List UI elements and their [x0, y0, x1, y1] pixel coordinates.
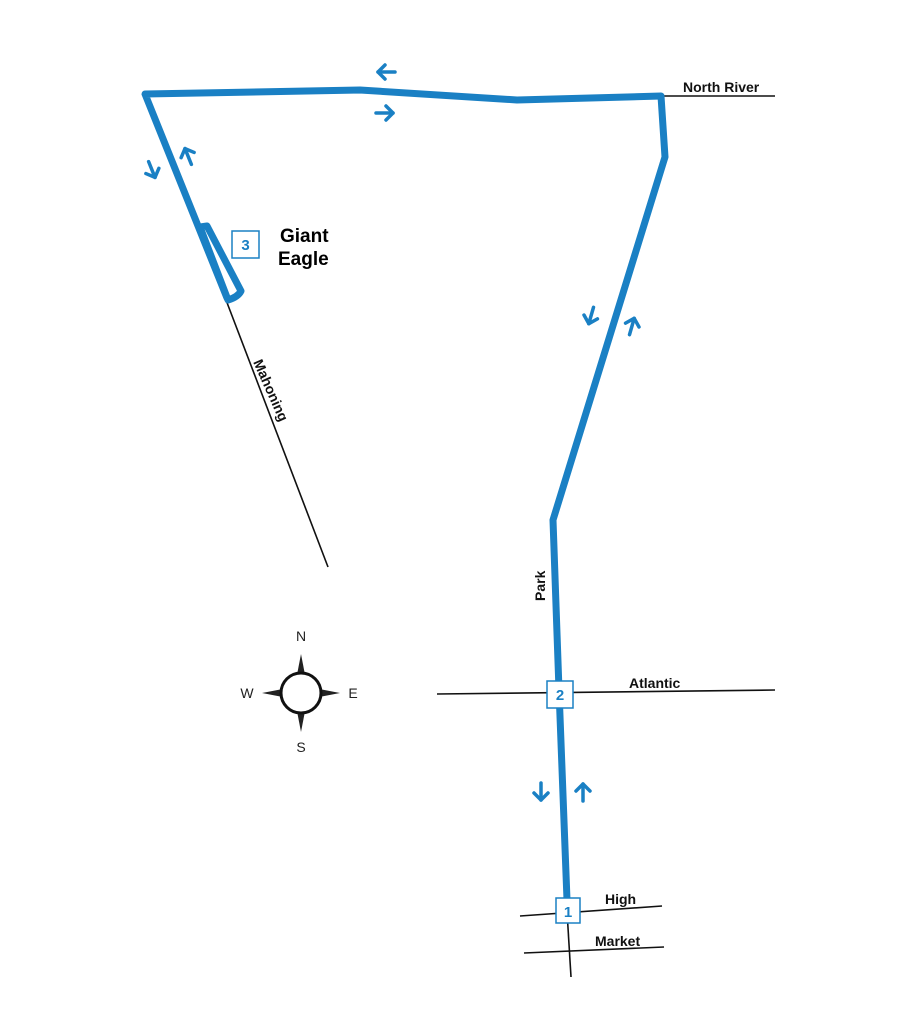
bus-route	[141, 86, 669, 904]
stop-number: 1	[564, 904, 572, 921]
compass-east: E	[348, 685, 357, 701]
poi-label-line2: Eagle	[278, 249, 329, 270]
arrow-icon	[532, 781, 550, 802]
high-street	[519, 905, 663, 917]
stop-marker-3[interactable]: 3	[231, 230, 260, 259]
market-street	[523, 946, 665, 954]
stop-number: 3	[241, 237, 249, 254]
compass-rose-icon: N S E W	[240, 628, 357, 755]
market-label: Market	[595, 933, 640, 949]
poi-label-line1: Giant	[280, 226, 329, 247]
arrow-icon	[374, 104, 395, 122]
north-river-label: North River	[683, 79, 760, 95]
arrow-icon	[580, 303, 602, 328]
arrow-icon	[176, 144, 200, 169]
compass-north: N	[296, 628, 306, 644]
mahoning-label: Mahoning	[250, 357, 292, 424]
compass-south: S	[296, 739, 305, 755]
arrow-icon	[376, 63, 397, 81]
high-label: High	[605, 891, 636, 907]
stop-marker-1[interactable]: 1	[555, 897, 581, 924]
route-loop-giant-eagle	[196, 222, 245, 304]
arrow-icon	[140, 157, 164, 182]
atlantic-street	[436, 689, 776, 695]
arrow-icon	[574, 782, 592, 803]
atlantic-label: Atlantic	[629, 675, 681, 691]
route-main-path	[141, 86, 669, 904]
stop-marker-2[interactable]: 2	[546, 680, 574, 709]
arrow-icon	[621, 314, 643, 339]
mahoning-street	[225, 299, 329, 568]
compass-west: W	[240, 685, 254, 701]
stop-number: 2	[556, 687, 564, 704]
park-label: Park	[532, 570, 548, 601]
